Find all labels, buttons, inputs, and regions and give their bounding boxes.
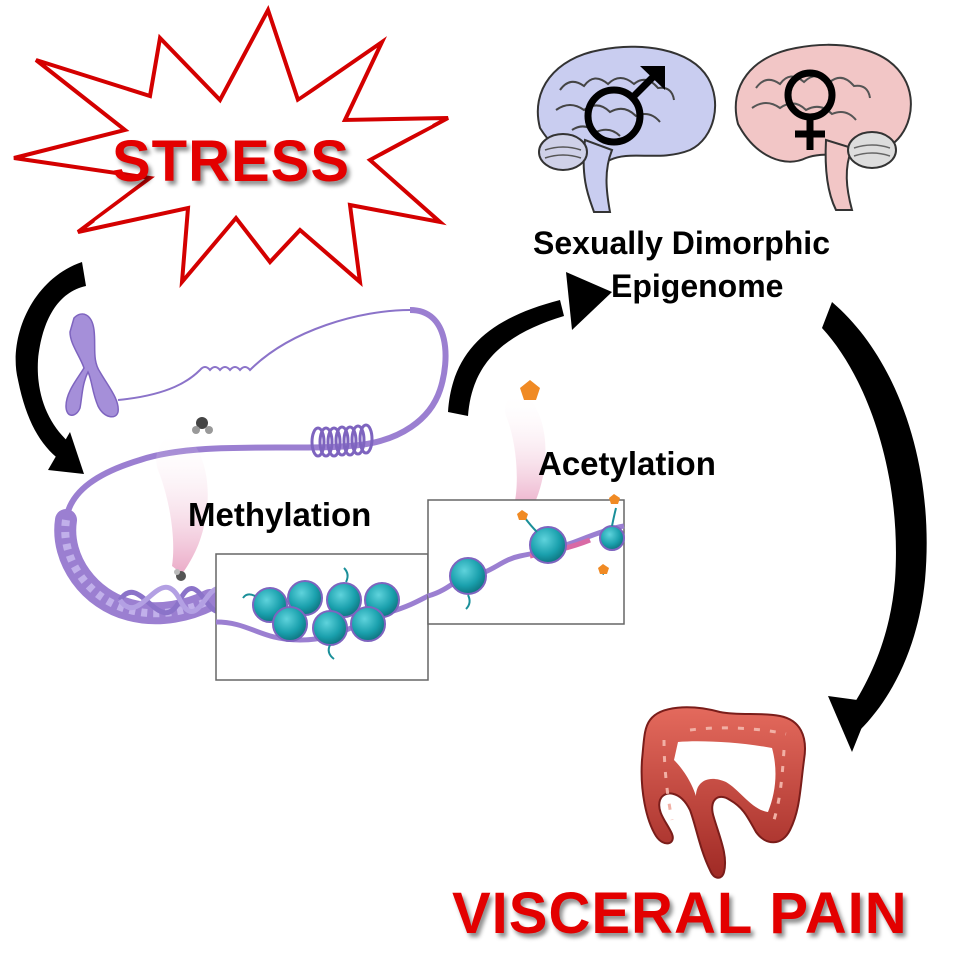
epigenome-label: Epigenome	[611, 268, 784, 304]
arrow-dna-to-epigenome	[448, 272, 612, 416]
acetylation-panel	[427, 494, 625, 625]
chromosome-icon	[65, 309, 411, 418]
arrow-stress-to-dna	[15, 262, 86, 474]
nucleosome-cluster	[252, 580, 400, 646]
methylation-label: Methylation	[188, 496, 372, 533]
male-brain-icon	[536, 45, 717, 213]
acetyl-arrow	[504, 380, 546, 512]
dna-strand	[54, 307, 449, 625]
methyl-arrow	[156, 417, 213, 581]
sexually-dimorphic-label: Sexually Dimorphic	[533, 225, 830, 261]
acetylation-label: Acetylation	[538, 445, 716, 482]
stress-label: STRESS	[112, 129, 351, 194]
female-brain-icon	[734, 43, 912, 211]
visceral-pain-label: VISCERAL PAIN	[452, 881, 908, 946]
arrow-epigenome-to-pain	[822, 302, 927, 752]
stress-starburst	[13, 4, 449, 289]
methylation-panel	[215, 553, 430, 681]
colon-icon	[640, 706, 806, 879]
